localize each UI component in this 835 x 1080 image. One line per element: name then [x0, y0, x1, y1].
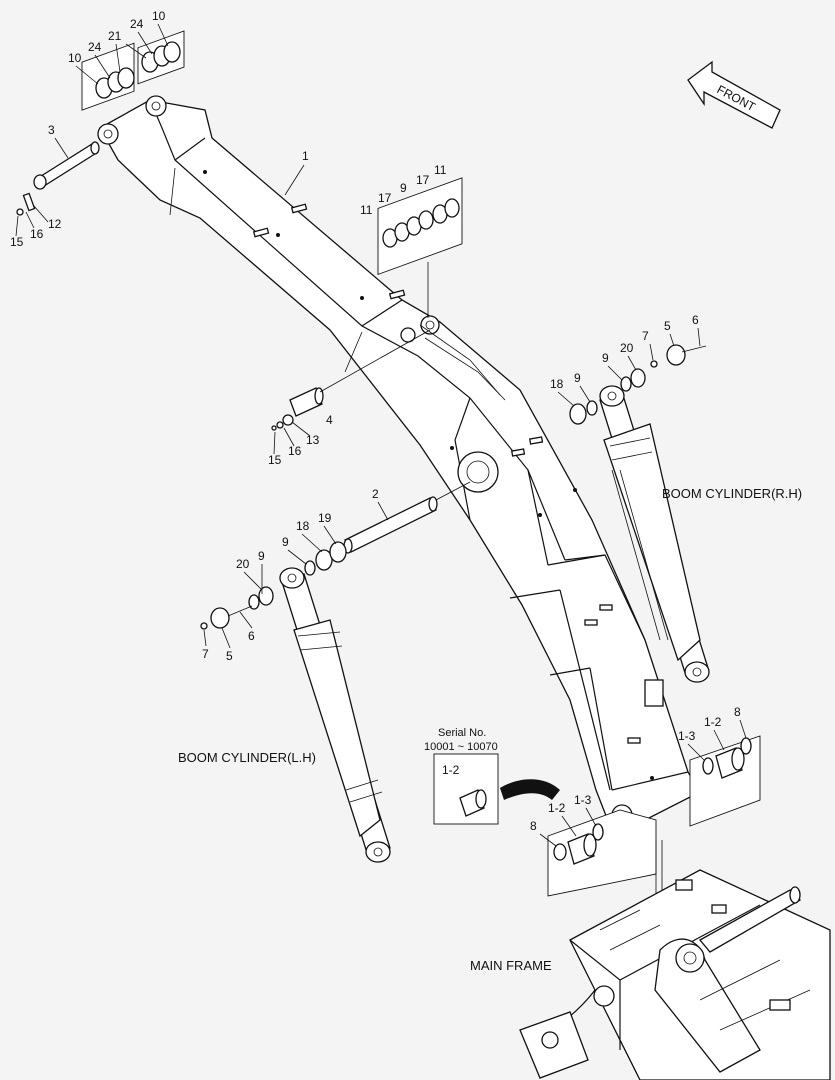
boom-cylinder-rh: BOOM CYLINDER(R.H) [599, 385, 802, 683]
boom-cylinder-lh: BOOM CYLINDER(L.H) [178, 567, 391, 863]
label-9-top: 9 [400, 181, 407, 195]
label-2: 2 [372, 487, 379, 501]
boom-boss [457, 451, 499, 493]
label-13: 13 [306, 433, 320, 447]
label-16-top: 16 [30, 227, 44, 241]
top-left-pin-group: 10 24 21 24 10 [68, 9, 185, 111]
label-18-rh: 18 [550, 377, 564, 391]
label-11-left: 11 [360, 203, 373, 217]
label-10-right: 10 [152, 9, 166, 23]
pin-2: 2 [343, 481, 471, 554]
boom-nameplate [644, 679, 664, 707]
lh-cylinder-hardware: 20 9 9 18 19 7 5 6 [200, 511, 347, 663]
label-20-lh: 20 [236, 557, 250, 571]
label-20-rh: 20 [620, 341, 634, 355]
label-9-lh-b: 9 [282, 535, 289, 549]
label-8-right: 8 [734, 705, 741, 719]
rh-cylinder-hardware: 18 9 9 20 7 5 6 [550, 313, 707, 425]
label-11-right: 11 [434, 163, 447, 177]
label-1-2-left: 1-2 [548, 801, 566, 815]
label-17-left: 17 [378, 191, 392, 205]
main-frame: MAIN FRAME [470, 840, 831, 1080]
label-5-lh: 5 [226, 649, 233, 663]
serial-part-label: 1-2 [442, 763, 460, 777]
label-17-right: 17 [416, 173, 430, 187]
label-1-3-right: 1-3 [678, 729, 696, 743]
label-10-left: 10 [68, 51, 82, 65]
label-4: 4 [326, 413, 333, 427]
label-1-3-left: 1-3 [574, 793, 592, 807]
label-12: 12 [48, 217, 62, 231]
serial-number-inset: Serial No. 10001 ~ 10070 1-2 [424, 727, 560, 825]
label-8-left: 8 [530, 819, 537, 833]
caption-main-frame: MAIN FRAME [470, 958, 552, 973]
label-7-rh: 7 [642, 329, 649, 343]
label-6-lh: 6 [248, 629, 255, 643]
label-1-2-right: 1-2 [704, 715, 722, 729]
label-15-mid: 15 [268, 453, 282, 467]
pin-3: 3 15 16 12 [10, 123, 100, 249]
label-6-rh: 6 [692, 313, 699, 327]
label-15-top: 15 [10, 235, 24, 249]
label-16-mid: 16 [288, 444, 302, 458]
label-19: 19 [318, 511, 332, 525]
serial-range: 10001 ~ 10070 [424, 741, 498, 753]
foot-bushing-right: 1-3 1-2 8 [678, 705, 761, 827]
label-9-rh-a: 9 [574, 371, 581, 385]
serial-title: Serial No. [438, 727, 486, 739]
label-1: 1 [302, 149, 309, 163]
label-5-rh: 5 [664, 319, 671, 333]
top-right-washer-group: 11 17 9 17 11 [360, 163, 463, 318]
label-18-lh: 18 [296, 519, 310, 533]
label-7-lh: 7 [202, 647, 209, 661]
pin-4: 4 13 16 15 [268, 329, 431, 467]
label-24-right: 24 [130, 17, 144, 31]
boom-body [97, 95, 701, 827]
caption-boom-cylinder-lh: BOOM CYLINDER(L.H) [178, 750, 316, 765]
label-21: 21 [108, 29, 122, 43]
label-9-lh-a: 9 [258, 549, 265, 563]
label-24-left: 24 [88, 40, 102, 54]
label-3: 3 [48, 123, 55, 137]
caption-boom-cylinder-rh: BOOM CYLINDER(R.H) [662, 486, 802, 501]
label-9-rh-b: 9 [602, 351, 609, 365]
front-arrow-icon: FRONT [687, 60, 781, 129]
foot-bushing-left: 8 1-2 1-3 [530, 793, 657, 897]
